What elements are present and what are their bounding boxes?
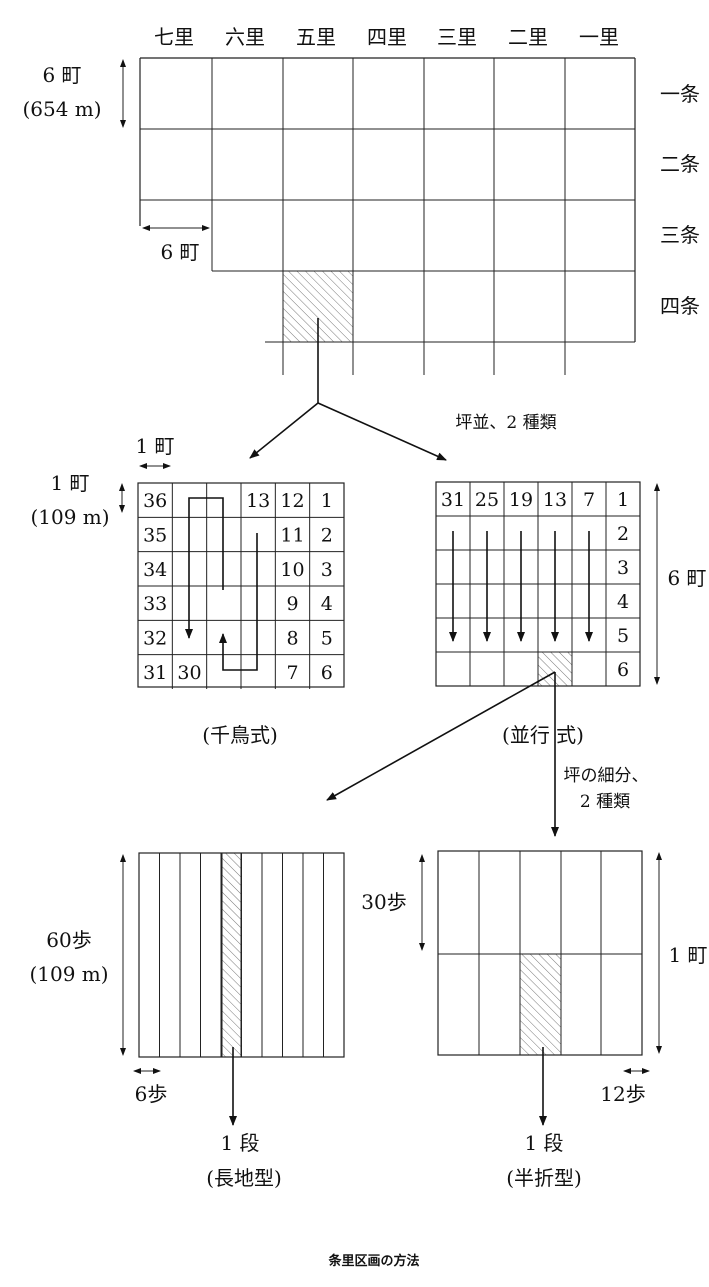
grid-cell-number: 10 xyxy=(280,559,304,581)
grid-cell-number: 7 xyxy=(583,489,595,511)
height-label: 6 町 xyxy=(42,63,81,87)
grid-cell-number: 32 xyxy=(143,628,167,650)
subdivide-label: 2 種類 xyxy=(580,792,630,812)
branch-label: 坪並、2 種類 xyxy=(455,413,556,433)
column-header: 二里 xyxy=(508,25,548,49)
grid-cell-number: 2 xyxy=(321,525,333,547)
grid-cell-number: 6 xyxy=(321,662,333,684)
height-metric: (654 m) xyxy=(22,97,101,121)
heikou-side-label: 6 町 xyxy=(667,566,706,590)
grid-cell-number: 11 xyxy=(280,525,304,547)
column-header: 三里 xyxy=(437,25,477,49)
column-header: 七里 xyxy=(154,25,194,49)
row-label: 一条 xyxy=(660,82,700,106)
nagaji-height-metric: (109 m) xyxy=(29,962,108,986)
grid-cell-number: 13 xyxy=(543,489,567,511)
grid-cell-number: 35 xyxy=(143,525,167,547)
nagaji-caption: (長地型) xyxy=(206,1166,282,1190)
hatched-dan xyxy=(221,852,242,1058)
grid-cell-number: 8 xyxy=(286,628,298,650)
grid-cell-number: 34 xyxy=(143,559,167,581)
cell-height-label: 1 町 xyxy=(50,471,89,495)
grid-cell-number: 33 xyxy=(143,593,167,615)
grid-cell-number: 25 xyxy=(475,489,499,511)
column-header: 四里 xyxy=(367,25,407,49)
column-header: 六里 xyxy=(225,25,265,49)
grid-cell-number: 5 xyxy=(321,628,333,650)
cell-width-label: 1 町 xyxy=(135,434,174,458)
grid-cell-number: 6 xyxy=(617,659,629,681)
grid-cell-number: 4 xyxy=(321,593,333,615)
grid-cell-number: 1 xyxy=(617,489,629,511)
subdivide-label: 坪の細分、 xyxy=(564,766,649,786)
grid-cell-number: 31 xyxy=(143,662,167,684)
grid-cell-number: 3 xyxy=(321,559,333,581)
nagaji-result-label: 1 段 xyxy=(220,1131,259,1155)
grid-cell-number: 30 xyxy=(177,662,201,684)
nagaji-width-label: 6歩 xyxy=(135,1082,168,1106)
branch-arrows: 坪並、2 種類 xyxy=(249,318,557,461)
hanori-side-label: 1 町 xyxy=(668,943,707,967)
grid-cell-number: 2 xyxy=(617,523,629,545)
hanori-width-label: 12歩 xyxy=(600,1082,645,1106)
nagaji-plot: 60歩 (109 m) 6歩 1 段 (長地型) xyxy=(29,852,345,1190)
grid-cell-number: 1 xyxy=(321,490,333,512)
grid-cell-number: 12 xyxy=(280,490,304,512)
hanori-height-label: 30歩 xyxy=(361,890,406,914)
heikou-caption: (並行 式) xyxy=(502,723,584,747)
grid-cell-number: 5 xyxy=(617,625,629,647)
chidori-path-arrow xyxy=(185,497,224,639)
chidori-caption: (千鳥式) xyxy=(202,723,278,747)
hatched-dan xyxy=(519,953,562,1056)
column-header: 一里 xyxy=(579,25,619,49)
row-label: 四条 xyxy=(660,294,700,318)
hanori-caption: (半折型) xyxy=(506,1166,582,1190)
cell-height-metric: (109 m) xyxy=(30,505,109,529)
row-label: 三条 xyxy=(660,223,700,247)
grid-cell-number: 3 xyxy=(617,557,629,579)
hanori-result-label: 1 段 xyxy=(524,1131,563,1155)
grid-cell-number: 9 xyxy=(286,593,298,615)
grid-cell-number: 7 xyxy=(286,662,298,684)
column-header: 五里 xyxy=(296,25,336,49)
width-label: 6 町 xyxy=(160,240,199,264)
top-grid: 七里 六里 五里 四里 三里 二里 一里 一条 二条 三条 四条 6 町 ( xyxy=(22,25,700,375)
row-label: 二条 xyxy=(660,152,700,176)
hanori-plot: 30歩 1 町 12歩 1 段 (半折型) xyxy=(361,850,708,1190)
grid-cell-number: 13 xyxy=(246,490,270,512)
chidori-path-arrow xyxy=(219,533,258,671)
subdivide-arrows: 坪の細分、 2 種類 xyxy=(326,671,649,837)
grid-cell-number: 36 xyxy=(143,490,167,512)
figure-caption: 条里区画の方法 xyxy=(328,1253,419,1269)
grid-cell-number: 4 xyxy=(617,591,629,613)
nagaji-height-label: 60歩 xyxy=(46,928,91,952)
grid-cell-number: 19 xyxy=(509,489,533,511)
grid-cell-number: 31 xyxy=(441,489,465,511)
